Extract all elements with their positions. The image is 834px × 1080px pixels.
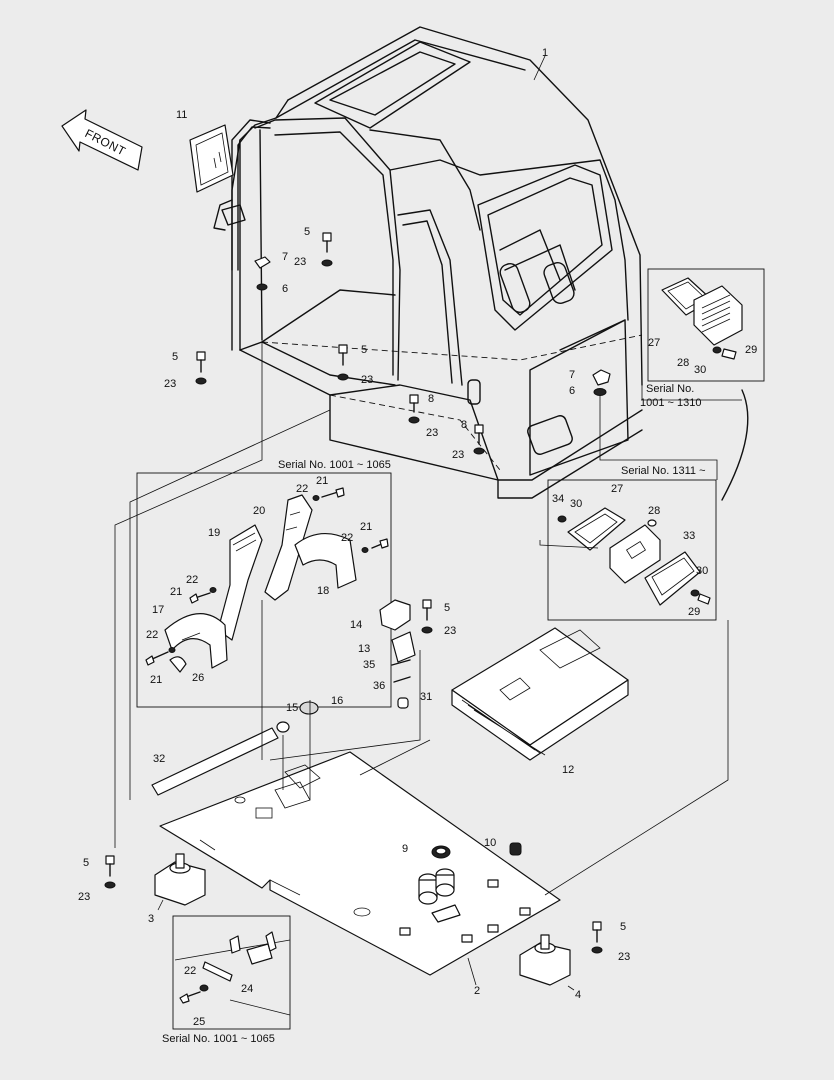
cab-frame	[213, 26, 643, 499]
callout-5f: 5	[620, 921, 626, 933]
lever-stand-parts	[145, 487, 389, 673]
callout-33: 33	[683, 530, 695, 542]
callout-22a: 22	[296, 483, 308, 495]
callout-23a: 23	[294, 256, 306, 268]
callout-27a: 27	[648, 337, 660, 349]
floor-plate	[159, 751, 561, 976]
callout-5d: 5	[444, 602, 450, 614]
curved-leader	[721, 389, 749, 501]
callout-6b: 6	[569, 385, 575, 397]
callout-21c: 21	[170, 586, 182, 598]
callout-9: 9	[402, 843, 408, 855]
serial-caption-floor: Serial No. 1001 ~ 1065	[162, 1033, 275, 1045]
callout-28a: 28	[677, 357, 689, 369]
serial-caption-old-line1: Serial No.	[646, 383, 694, 395]
callout-22d: 22	[146, 629, 158, 641]
callout-34: 34	[552, 493, 564, 505]
callout-15: 15	[286, 702, 298, 714]
callout-8a: 8	[428, 393, 434, 405]
callout-19: 19	[208, 527, 220, 539]
front-arrow-icon: FRONT	[61, 109, 143, 171]
serial-caption-new: Serial No. 1311 ~	[621, 465, 706, 477]
mirror-part	[189, 124, 234, 193]
floor-detail-box	[172, 915, 291, 1030]
center-parts	[276, 599, 433, 733]
duct-detail-box-old	[647, 268, 765, 382]
plate-part	[151, 727, 279, 796]
leader-lines	[114, 342, 742, 896]
callout-28b: 28	[648, 505, 660, 517]
callout-16: 16	[331, 695, 343, 707]
controller-part	[451, 627, 629, 761]
callout-8b: 8	[461, 419, 467, 431]
callout-22c: 22	[186, 574, 198, 586]
callout-22e: 22	[184, 965, 196, 977]
callout-11: 11	[176, 109, 187, 121]
callout-5a: 5	[304, 226, 310, 238]
callout-23c: 23	[361, 374, 373, 386]
callout-30c: 30	[696, 565, 708, 577]
serial-caption-old-line2: 1001 ~ 1310	[640, 397, 701, 409]
callout-12: 12	[562, 764, 574, 776]
lever-stand-detail-box	[136, 472, 392, 708]
callout-23h: 23	[618, 951, 630, 963]
callout-23b: 23	[164, 378, 176, 390]
callout-23d: 23	[426, 427, 438, 439]
floor-detail-parts	[174, 931, 291, 1016]
callout-1: 1	[542, 47, 548, 59]
callout-35: 35	[363, 659, 375, 671]
duct-detail-box-new	[547, 479, 717, 621]
callout-29a: 29	[745, 344, 757, 356]
callout-17: 17	[152, 604, 164, 616]
callout-20: 20	[253, 505, 265, 517]
callout-27b: 27	[611, 483, 623, 495]
callout-21a: 21	[316, 475, 328, 487]
callout-23g: 23	[78, 891, 90, 903]
callout-21d: 21	[150, 674, 162, 686]
callout-22b: 22	[341, 532, 353, 544]
callout-4: 4	[575, 989, 581, 1001]
callout-5e: 5	[83, 857, 89, 869]
callout-3: 3	[148, 913, 154, 925]
mount-parts	[104, 853, 603, 986]
callout-10: 10	[484, 837, 496, 849]
callout-23f: 23	[444, 625, 456, 637]
serial-caption-lever: Serial No. 1001 ~ 1065	[278, 459, 391, 471]
callout-7a: 7	[282, 251, 288, 263]
callout-36: 36	[373, 680, 385, 692]
callout-26: 26	[192, 672, 204, 684]
duct-new-parts	[557, 507, 711, 606]
callout-5b: 5	[172, 351, 178, 363]
callout-30b: 30	[570, 498, 582, 510]
duct-old-parts	[661, 277, 743, 360]
callout-29b: 29	[688, 606, 700, 618]
callout-7b: 7	[569, 369, 575, 381]
callout-5c: 5	[361, 344, 367, 356]
callout-30a: 30	[694, 364, 706, 376]
callout-23e: 23	[452, 449, 464, 461]
callout-6a: 6	[282, 283, 288, 295]
cab-bolts	[195, 232, 611, 455]
callout-31: 31	[420, 691, 432, 703]
callout-21b: 21	[360, 521, 372, 533]
callout-24: 24	[241, 983, 253, 995]
callout-2: 2	[474, 985, 480, 997]
callout-13: 13	[358, 643, 370, 655]
callout-labels: 1 2 3 4 5 5 5 5 5 5 6 6 7 7 8 8 9 10 11 …	[78, 47, 757, 1028]
callout-25: 25	[193, 1016, 205, 1028]
callout-32: 32	[153, 753, 165, 765]
callout-14: 14	[350, 619, 362, 631]
callout-18: 18	[317, 585, 329, 597]
